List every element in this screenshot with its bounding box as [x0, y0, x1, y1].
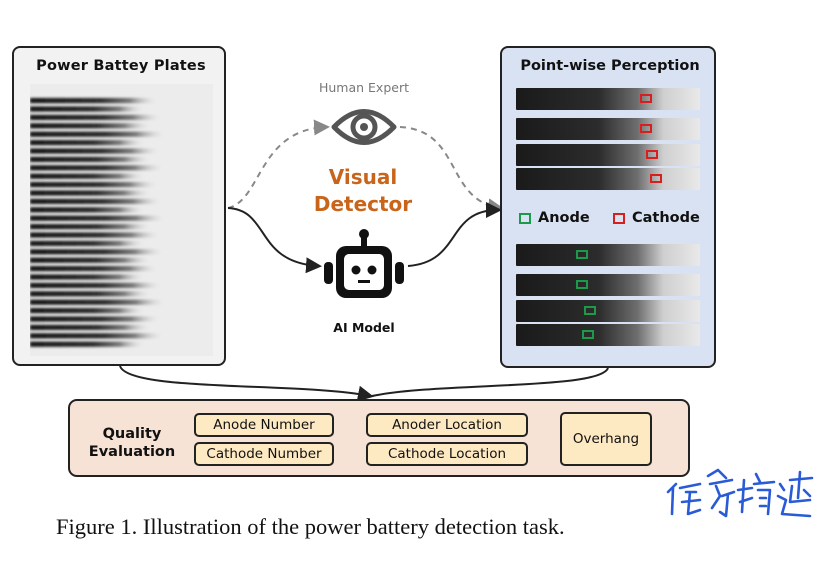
plate-layer [30, 140, 145, 146]
battery-plates-xray-image [30, 84, 213, 356]
cathode-legend-label: Cathode [632, 210, 700, 226]
plate-layer [30, 98, 158, 104]
quality-evaluation-title: Quality Evaluation [82, 425, 182, 461]
anode-legend-label: Anode [538, 210, 590, 226]
dashed-arrow-to-eye [227, 119, 330, 209]
cathode-location-box: Cathode Location [366, 442, 528, 466]
quality-evaluation-panel: Quality Evaluation Anode Number Cathode … [68, 399, 690, 477]
point-wise-perception-panel: Point-wise Perception Anode Cathode [500, 46, 716, 368]
plate-layer [30, 274, 145, 280]
plate-layer [30, 308, 145, 314]
anode-marker [576, 280, 588, 289]
plate-layer [30, 316, 160, 322]
plate-layer [30, 156, 151, 162]
cathode-marker [640, 94, 652, 103]
anode-marker [582, 330, 594, 339]
battery-plates-panel: Power Battey Plates [12, 46, 226, 366]
plate-layer [30, 114, 162, 120]
plate-layer [30, 182, 158, 188]
robot-icon [324, 229, 404, 298]
plate-layer [30, 190, 151, 196]
anode-marker [584, 306, 596, 315]
anode-marker [576, 250, 588, 259]
plate-layer [30, 257, 151, 263]
quality-evaluation-title-line1: Quality [102, 426, 162, 442]
anode-legend-swatch [519, 213, 531, 224]
quality-evaluation-title-line2: Evaluation [88, 444, 176, 460]
anode-plate-strip [516, 300, 700, 322]
plate-layer [30, 266, 158, 272]
plate-layer [30, 240, 145, 246]
plate-layer [30, 215, 166, 221]
cathode-plate-strip [516, 168, 700, 190]
merge-arrow-right [371, 367, 609, 397]
plate-layer [30, 224, 151, 230]
visual-detector-line2: Detector [313, 192, 413, 216]
ai-model-label: AI Model [333, 320, 395, 335]
solid-arrow-to-right-panel [407, 202, 502, 267]
anode-plate-strip [516, 324, 700, 346]
plate-layer [30, 291, 151, 297]
cathode-plate-strip [516, 88, 700, 110]
battery-plates-title: Power Battey Plates [36, 58, 206, 74]
cathode-marker [650, 174, 662, 183]
handwritten-annotation [666, 468, 814, 518]
plate-layer [30, 333, 164, 339]
visual-detector-label: Visual Detector [290, 164, 436, 218]
eye-icon [331, 109, 397, 145]
point-wise-perception-title: Point-wise Perception [520, 58, 700, 74]
cathode-marker [646, 150, 658, 159]
plate-layer [30, 165, 164, 171]
plate-layer [30, 341, 145, 347]
anode-plate-strip [516, 244, 700, 266]
plate-layer [30, 282, 162, 288]
plate-layer [30, 324, 151, 330]
dashed-arrow-to-right-panel [399, 126, 504, 215]
plate-layer [30, 131, 166, 137]
anode-plate-strip [516, 274, 700, 296]
plate-layer [30, 148, 160, 154]
cathode-plate-strip [516, 144, 700, 166]
plate-layer [30, 299, 166, 305]
overhang-box: Overhang [560, 412, 652, 466]
human-expert-label: Human Expert [318, 80, 409, 95]
plate-layer [30, 173, 145, 179]
visual-detector-line1: Visual [328, 165, 398, 189]
cathode-legend-swatch [613, 213, 625, 224]
plate-layer [30, 249, 164, 255]
cathode-marker [640, 124, 652, 133]
plate-layer [30, 106, 145, 112]
cathode-plate-strip [516, 118, 700, 140]
figure-caption: Figure 1. Illustration of the power batt… [56, 514, 565, 539]
solid-arrow-to-robot [227, 207, 322, 274]
merge-arrow-left [119, 365, 374, 402]
anoder-location-box: Anoder Location [366, 413, 528, 437]
plate-layer [30, 123, 151, 129]
anode-number-box: Anode Number [194, 413, 334, 437]
plate-layer [30, 232, 160, 238]
plate-layer [30, 207, 145, 213]
cathode-number-box: Cathode Number [194, 442, 334, 466]
plate-layer [30, 198, 162, 204]
